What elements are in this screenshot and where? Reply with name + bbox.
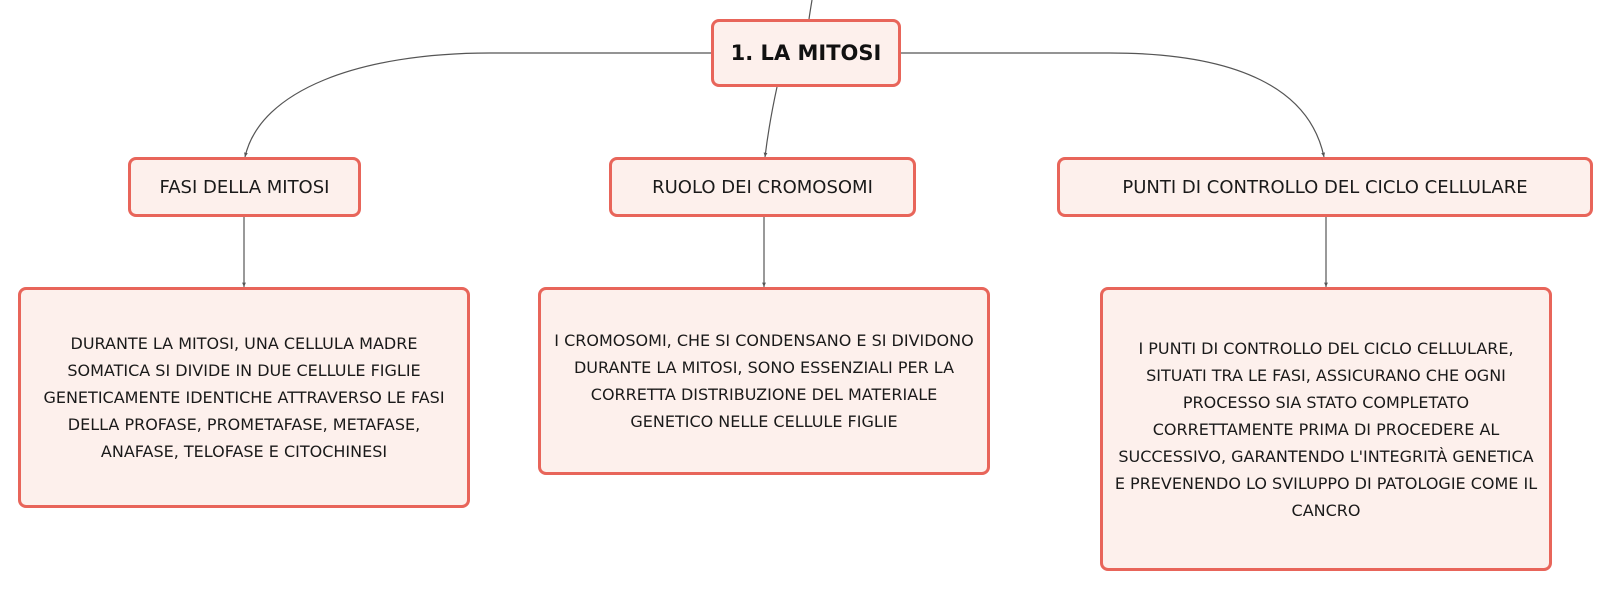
topic-node-label: PUNTI DI CONTROLLO DEL CICLO CELLULARE [1122, 176, 1528, 198]
detail-node-ruolo-dei-cromosomi[interactable]: I CROMOSOMI, CHE SI CONDENSANO E SI DIVI… [538, 287, 990, 475]
detail-node-fasi-della-mitosi[interactable]: DURANTE LA MITOSI, UNA CELLULA MADRE SOM… [18, 287, 470, 508]
topic-node-label: FASI DELLA MITOSI [159, 176, 330, 198]
root-node[interactable]: 1. LA MITOSI [711, 19, 901, 87]
connector-root-to-fasi [244, 52, 711, 158]
topic-node-fasi-della-mitosi[interactable]: FASI DELLA MITOSI [128, 157, 361, 217]
detail-node-text: I CROMOSOMI, CHE SI CONDENSANO E SI DIVI… [554, 331, 974, 431]
topic-node-punti-di-controllo[interactable]: PUNTI DI CONTROLLO DEL CICLO CELLULARE [1057, 157, 1593, 217]
connector-parent-to-root [808, 0, 813, 20]
root-node-label: 1. LA MITOSI [730, 41, 882, 65]
connector-root-to-ruolo [763, 86, 778, 158]
detail-node-text: I PUNTI DI CONTROLLO DEL CICLO CELLULARE… [1114, 338, 1538, 520]
connector-root-to-punti [901, 52, 1325, 158]
detail-node-text: DURANTE LA MITOSI, UNA CELLULA MADRE SOM… [43, 334, 445, 461]
detail-node-punti-di-controllo[interactable]: I PUNTI DI CONTROLLO DEL CICLO CELLULARE… [1100, 287, 1552, 571]
topic-node-label: RUOLO DEI CROMOSOMI [652, 176, 873, 198]
topic-node-ruolo-dei-cromosomi[interactable]: RUOLO DEI CROMOSOMI [609, 157, 916, 217]
